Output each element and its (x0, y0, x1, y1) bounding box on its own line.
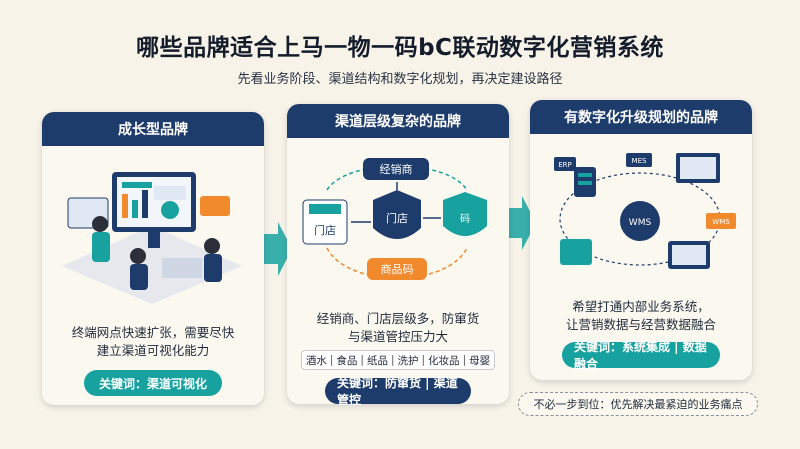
erp-label: ERP (558, 161, 572, 169)
card-title: 成长型品牌 (42, 112, 264, 146)
office-illustration (62, 172, 242, 304)
flow-arrow-icon (262, 222, 292, 276)
diagram-bottom-label: 商品码 (381, 262, 414, 276)
diagram-top-label: 经销商 (380, 162, 413, 176)
card-description: 希望打通内部业务系统， 让营销数据与经营数据融合 (565, 299, 716, 332)
mes-label: MES (632, 157, 647, 165)
diagram-center-label: 门店 (386, 211, 408, 225)
card-growth-brand: 成长型品牌 终端网点快速扩张，需要尽快 建立渠道可视化能力 关键词：渠道可视化 (42, 112, 264, 405)
card-description: 经销商、门店层级多，防窜货 与渠道管控压力大 (316, 311, 480, 344)
page-title: 哪些品牌适合上马一物一码bC联动数字化营销系统 (136, 35, 664, 61)
tag-item: 纸品 (366, 354, 388, 367)
card-title: 有数字化升级规划的品牌 (530, 100, 752, 134)
channel-diagram: 经销商 门店 门店 码 商品码 (302, 158, 487, 280)
page-subtitle: 先看业务阶段、渠道结构和数字化规划，再决定建设路径 (237, 72, 563, 87)
card-complex-channel-brand: 渠道层级复杂的品牌 经销商 门店 门店 码 商品码 经销商、门店层级多，防窜货 … (287, 104, 509, 407)
keyword-pill: 关键词：系统集成 | 数据融合 (562, 340, 720, 371)
tag-item: 洗护 (397, 354, 419, 367)
system-integration-diagram: ERP MES WMS WMS (554, 153, 736, 269)
diagram-badge-label: 码 (460, 213, 470, 225)
keyword-pill: 关键词：防窜货 | 渠道管控 (325, 376, 471, 407)
center-system-label: WMS (629, 218, 652, 228)
industry-tags: 酒水| 食品| 纸品| 洗护| 化妆品| 母婴 (301, 350, 495, 370)
tag-item: 食品 (336, 354, 358, 367)
card-description: 终端网点快速扩张，需要尽快 建立渠道可视化能力 (71, 325, 235, 358)
card-title: 渠道层级复杂的品牌 (287, 104, 509, 138)
card-digital-upgrade-brand: 有数字化升级规划的品牌 ERP MES WMS WMS 希望打通内部业务系统， … (530, 100, 752, 380)
flow-arrow-icon (506, 196, 536, 250)
keyword-pill: 关键词：渠道可视化 (84, 370, 222, 396)
tag-item: 酒水 (305, 354, 327, 367)
footer-note: 不必一步到位：优先解决最紧迫的业务痛点 (518, 392, 758, 416)
wms-label: WMS (712, 218, 730, 226)
tag-item: 化妆品 (428, 354, 460, 367)
tag-item: 母婴 (469, 354, 491, 367)
diagram-left-label: 门店 (314, 223, 336, 237)
